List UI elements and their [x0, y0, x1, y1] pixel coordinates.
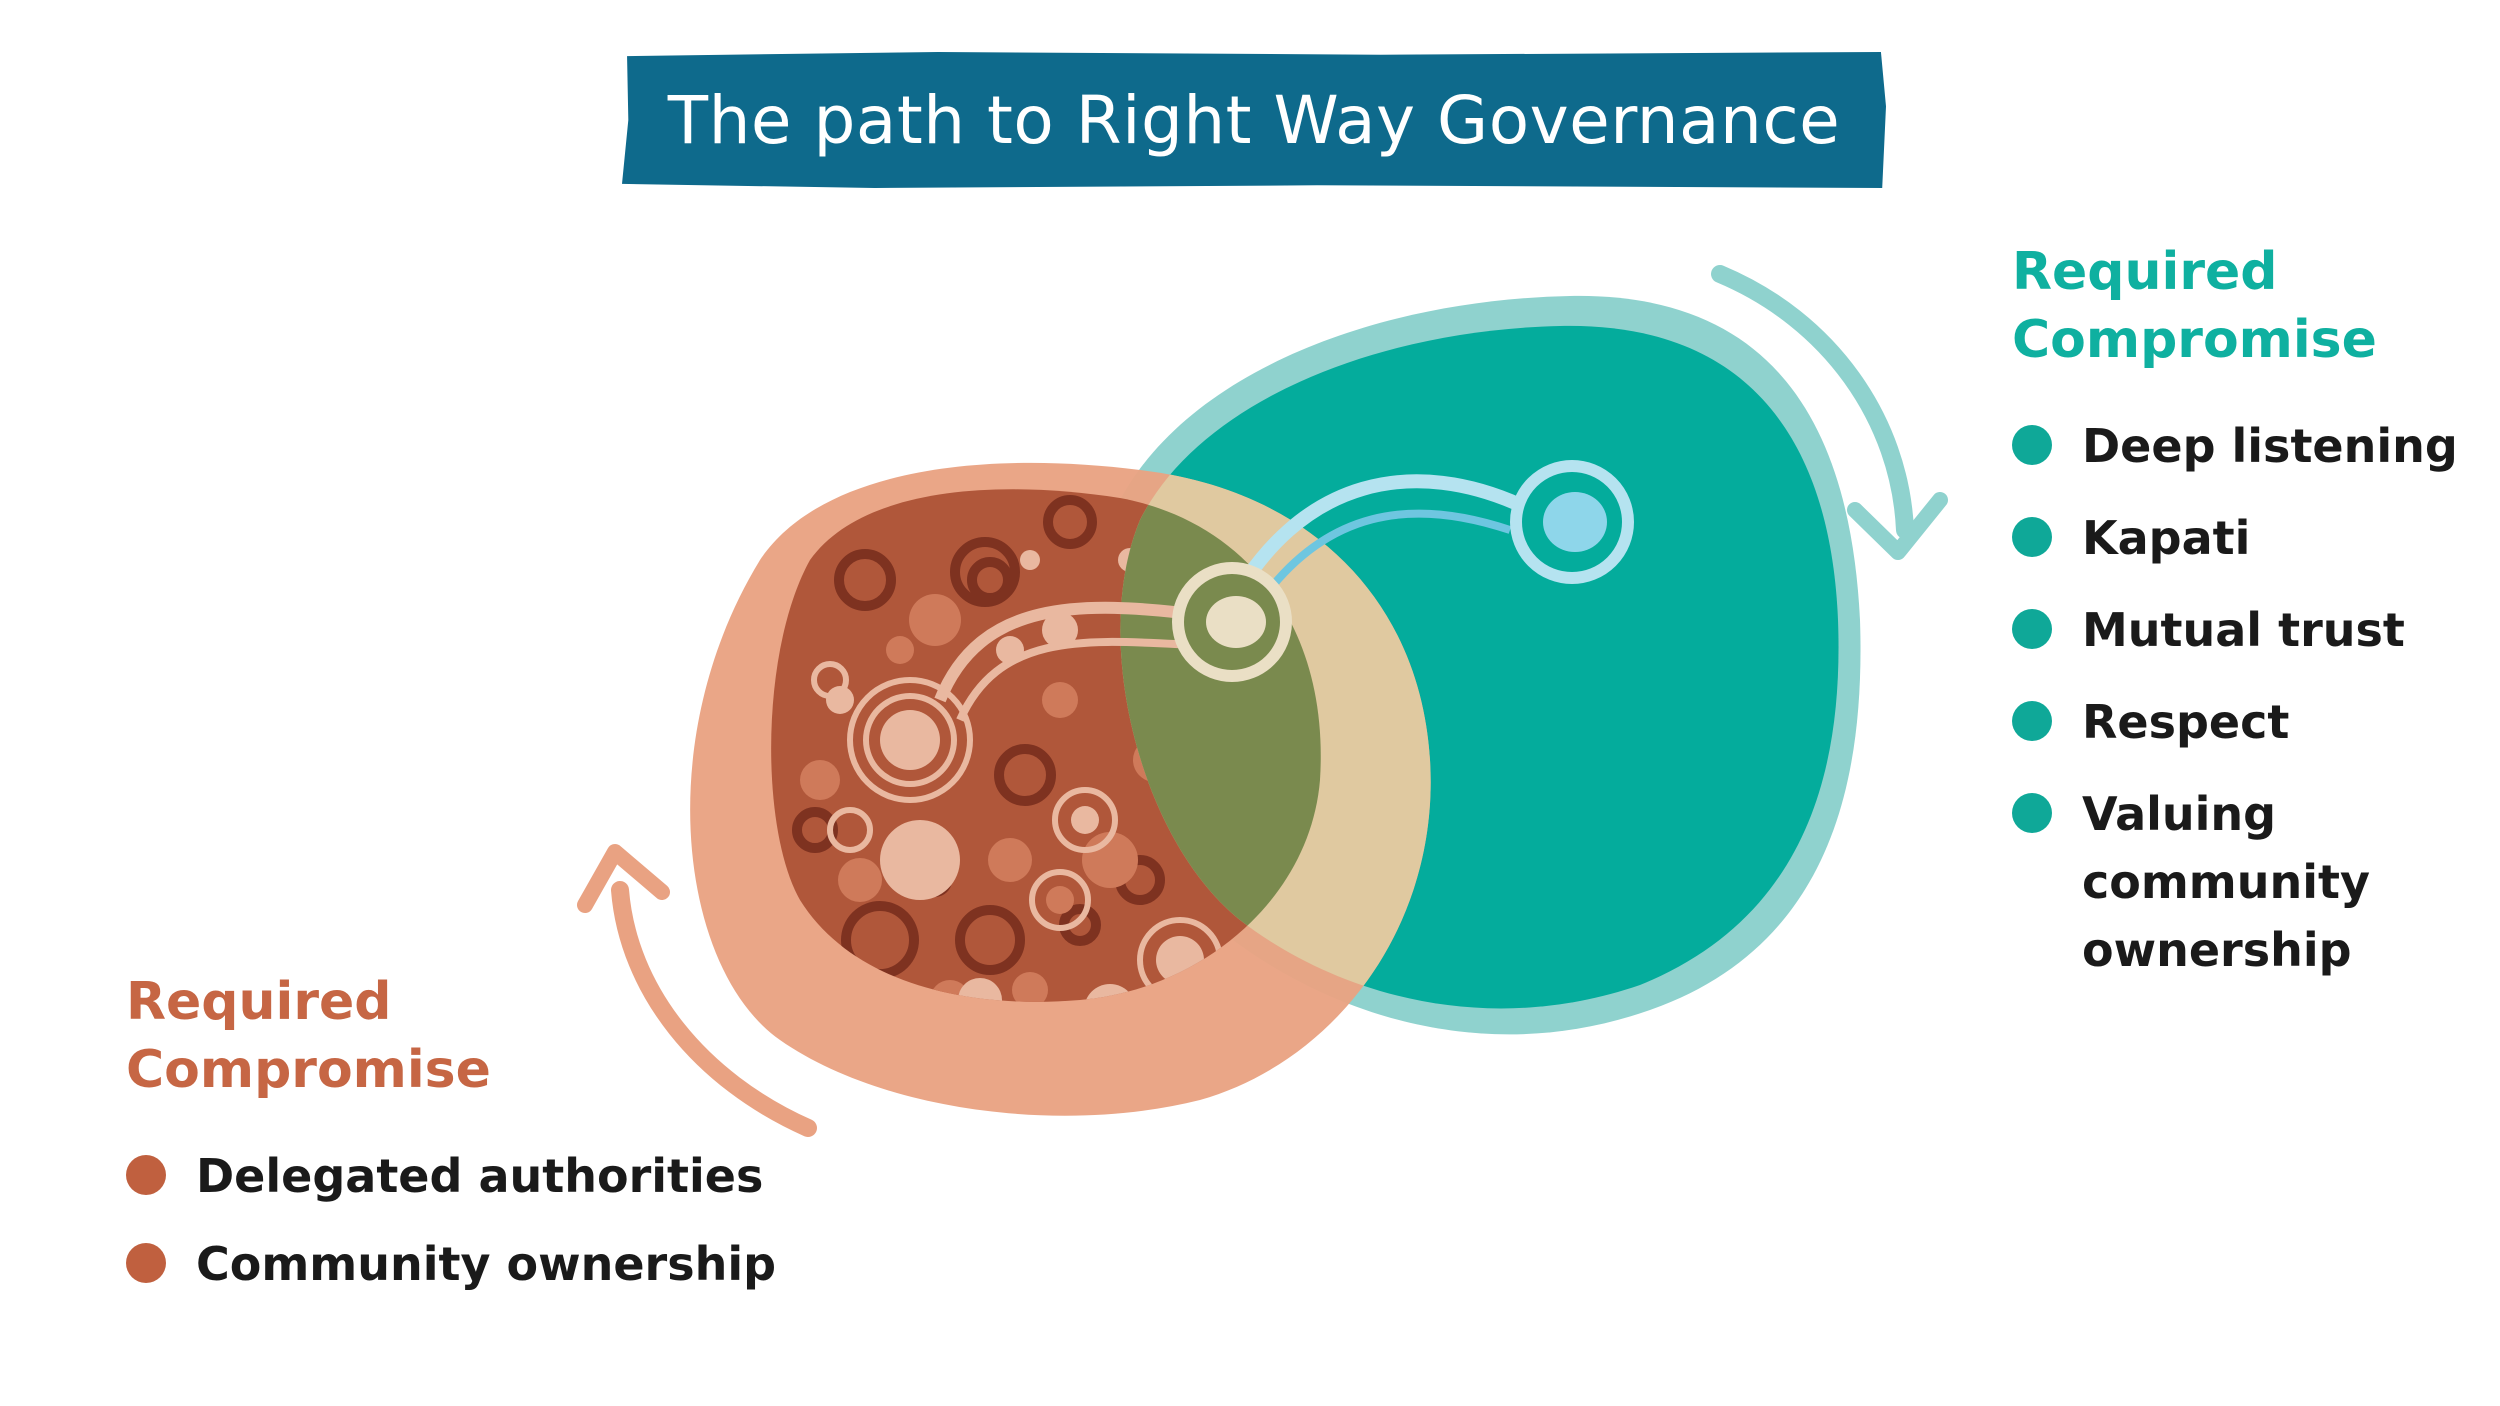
bullet-dot-icon: [2012, 609, 2052, 649]
list-item: Community ownership: [126, 1230, 806, 1298]
right-legend-heading: Required Compromise: [2012, 242, 2377, 370]
left-legend: Required Compromise Delegated authoritie…: [126, 968, 806, 1318]
arrow-left: [611, 881, 817, 1137]
path-line-orange: [934, 601, 1201, 703]
bullet-dot-icon: [2012, 517, 2052, 557]
bullet-dot-icon: [2012, 793, 2052, 833]
right-legend: Required Compromise Deep listening Kapat…: [2012, 238, 2472, 1008]
left-legend-heading: Required Compromise: [126, 972, 491, 1100]
list-item: Mutual trust: [2012, 596, 2472, 664]
bullet-dot-icon: [126, 1243, 166, 1283]
list-item: Kapati: [2012, 504, 2472, 572]
left-legend-list: Delegated authorities Community ownershi…: [126, 1142, 806, 1298]
list-item: Deep listening: [2012, 412, 2472, 480]
list-item: Respect: [2012, 688, 2472, 756]
arrow-right: [1711, 265, 1914, 539]
bullet-dot-icon: [2012, 425, 2052, 465]
list-item: Delegated authorities: [126, 1142, 806, 1210]
path-line-orange-2: [956, 637, 1196, 722]
list-item: Valuing community ownership: [2012, 780, 2472, 984]
right-legend-list: Deep listening Kapati Mutual trust Respe…: [2012, 412, 2472, 984]
bullet-dot-icon: [2012, 701, 2052, 741]
bullet-dot-icon: [126, 1155, 166, 1195]
page-title: The path to Right Way Governance: [667, 81, 1841, 159]
title-banner: The path to Right Way Governance: [622, 52, 1886, 188]
path-line-teal: [1218, 474, 1523, 619]
